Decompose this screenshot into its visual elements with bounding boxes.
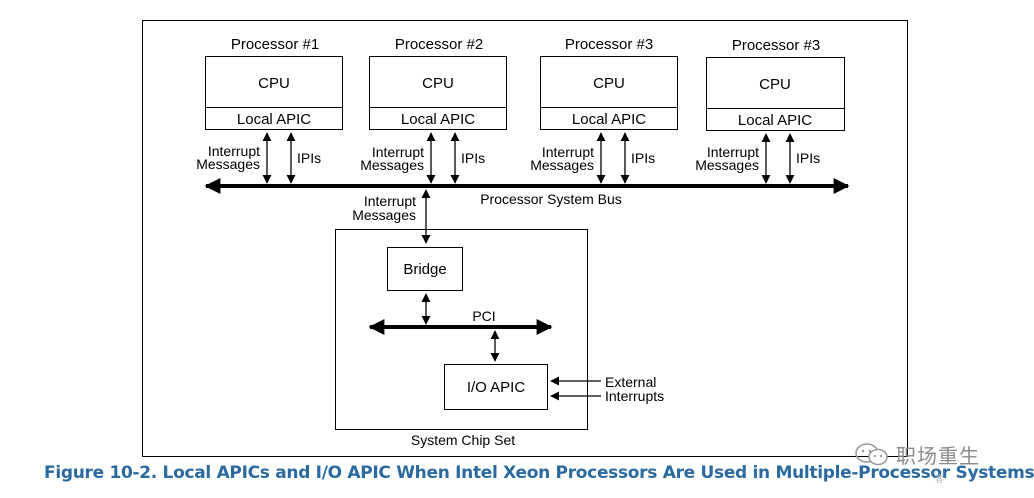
local-apic-box — [706, 108, 845, 131]
local-apic-label: Local APIC — [738, 112, 812, 129]
external-label-line2: Interrupts — [605, 388, 664, 404]
local-apic-box — [369, 107, 507, 130]
processor-link-labels: Interrupt Messages IPIs Interrupt Messag… — [196, 143, 820, 173]
processor-bus-links — [262, 132, 795, 184]
watermark-subtext: 客 — [935, 475, 945, 485]
ipis-label: IPIs — [461, 150, 485, 166]
processor-4: Processor #3 CPU Local APIC — [706, 37, 845, 131]
processor-title: Processor #3 — [565, 36, 653, 53]
processor-title: Processor #2 — [395, 36, 483, 53]
interrupt-label-line1: Interrupt — [707, 144, 759, 160]
interrupt-label-line2: Messages — [530, 157, 594, 173]
system-chip-set-label: System Chip Set — [411, 432, 515, 448]
interrupt-label-line2: Messages — [360, 157, 424, 173]
watermark: 职场重生 — [854, 440, 980, 469]
interrupt-label-line2: Messages — [695, 157, 759, 173]
io-apic-label: I/O APIC — [467, 379, 526, 396]
processor-3: Processor #3 CPU Local APIC — [540, 36, 678, 130]
local-apic-label: Local APIC — [237, 111, 311, 128]
ipis-label: IPIs — [631, 150, 655, 166]
interrupt-label-line2: Messages — [196, 156, 260, 172]
cpu-label: CPU — [258, 75, 290, 92]
cpu-label: CPU — [593, 75, 625, 92]
ipis-label: IPIs — [297, 150, 321, 166]
chipset-interrupt-label-line2: Messages — [352, 207, 416, 223]
chat-bubble-icon — [855, 442, 888, 465]
processor-title: Processor #1 — [231, 36, 319, 53]
cpu-box — [706, 57, 845, 109]
local-apic-box — [205, 107, 343, 130]
interrupt-label-line1: Interrupt — [208, 143, 260, 159]
io-apic-box — [444, 364, 548, 410]
local-apic-box — [540, 107, 678, 130]
processor-2: Processor #2 CPU Local APIC — [369, 36, 507, 130]
pci-label: PCI — [472, 308, 495, 324]
ipis-label: IPIs — [796, 150, 820, 166]
cpu-box — [369, 56, 507, 108]
interrupt-label-line1: Interrupt — [372, 144, 424, 160]
external-label-line1: External — [605, 374, 656, 390]
processor-1: Processor #1 CPU Local APIC — [205, 36, 343, 130]
diagram-frame — [142, 20, 908, 457]
processor-title: Processor #3 — [732, 37, 820, 54]
local-apic-label: Local APIC — [572, 111, 646, 128]
bridge-label: Bridge — [403, 261, 446, 278]
system-chip-set-box — [335, 229, 588, 430]
bus-label: Processor System Bus — [480, 191, 622, 207]
chipset-interrupt-label-line1: Interrupt — [364, 193, 416, 209]
interrupt-label-line1: Interrupt — [542, 144, 594, 160]
local-apic-label: Local APIC — [401, 111, 475, 128]
watermark-text: 职场重生 — [896, 444, 980, 468]
cpu-label: CPU — [422, 75, 454, 92]
figure-caption: Figure 10-2. Local APICs and I/O APIC Wh… — [44, 463, 1034, 483]
cpu-label: CPU — [759, 76, 791, 93]
bridge-box — [387, 247, 463, 291]
